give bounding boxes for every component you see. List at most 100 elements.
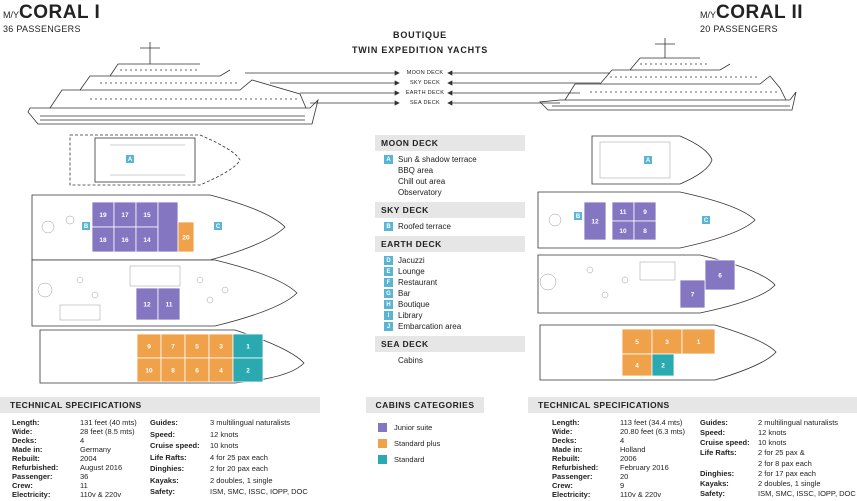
spec-label: Life Rafts: <box>700 448 737 458</box>
area-key-letter: C <box>216 224 221 230</box>
area-key-letter: C <box>704 218 709 224</box>
spec-label: Decks: <box>12 436 37 445</box>
spec-label: Safety: <box>700 488 726 498</box>
coral-1-specs-col1: Length:131 feet (40 mts)Wide:28 feet (8.… <box>12 418 150 499</box>
spec-label: Dinghies: <box>150 464 185 474</box>
cabin-number: 1 <box>697 339 701 346</box>
spec-value: 2 multilingual naturalists <box>758 418 839 427</box>
cabin-number: 16 <box>121 237 129 244</box>
legend-item-label: Roofed terrace <box>398 222 451 231</box>
cabin-number: 8 <box>643 228 647 235</box>
cabin-number: 9 <box>643 209 647 216</box>
spec-value: 2 for 25 pax & <box>758 448 805 458</box>
cabin-block <box>651 353 675 377</box>
cabin-number: 12 <box>143 302 151 309</box>
area-key-letter: A <box>128 157 133 163</box>
cabins-categories-title: CABINS CATEGORIES <box>366 397 484 413</box>
cabin-number: 7 <box>691 292 695 299</box>
spec-value: 2006 <box>620 454 637 463</box>
cabin-block <box>651 328 683 355</box>
spec-value: 2 for 17 pax each <box>758 468 816 478</box>
coral-2-earth-outline <box>537 254 776 314</box>
cabin-category-label: Standard plus <box>394 439 441 448</box>
cabin-category-swatch <box>378 423 387 432</box>
spec-label: Dinghies: <box>700 468 735 478</box>
cabin-number: 4 <box>635 363 639 370</box>
legend-key-badge: J <box>384 322 393 331</box>
cabin-number: 6 <box>718 273 722 280</box>
legend-item-label: Library <box>398 311 423 320</box>
spec-label: Kayaks: <box>150 475 179 485</box>
spec-label <box>700 459 758 469</box>
center-title-line1: BOUTIQUE <box>393 30 447 40</box>
cabin-block <box>157 287 181 321</box>
coral-2-name: CORAL II <box>716 2 804 23</box>
spec-value: 110v & 220v <box>80 490 122 499</box>
spec-label: Speed: <box>700 428 726 438</box>
legend-item-label: BBQ area <box>398 166 434 175</box>
spec-value: 12 knots <box>210 429 239 439</box>
legend-earth-title: EARTH DECK <box>375 236 525 252</box>
spec-label: Length: <box>552 418 580 427</box>
spec-value: 131 feet (40 mts) <box>80 418 137 427</box>
spec-label: Electricity: <box>12 490 51 499</box>
legend-item-label: Observatory <box>398 188 442 197</box>
cabin-number: 12 <box>591 219 599 226</box>
spec-label: Wide: <box>12 427 33 436</box>
spec-value: 4 for 25 pax each <box>210 452 268 462</box>
spec-label: Guides: <box>150 418 178 427</box>
deck-tag-sea: SEA DECK <box>410 100 440 106</box>
spec-label: Refurbished: <box>12 463 59 472</box>
coral-1-title: M/YCORAL I <box>3 2 100 24</box>
cabin-number: 17 <box>121 212 129 219</box>
spec-label: Kayaks: <box>700 478 729 488</box>
cabin-number: 8 <box>171 368 175 375</box>
legend-item-label: Lounge <box>398 267 425 276</box>
cabin-category-swatch <box>378 455 387 464</box>
area-key-marker <box>126 155 134 163</box>
coral-1-specs-title: TECHNICAL SPECIFICATIONS <box>0 397 320 413</box>
cabin-block <box>232 357 264 383</box>
cabin-number: 11 <box>166 302 173 309</box>
spec-value: February 2016 <box>620 463 669 472</box>
cabin-block <box>184 357 210 383</box>
spec-label: Decks: <box>552 436 577 445</box>
spec-label: Made in: <box>12 445 43 454</box>
cabin-number: 10 <box>619 228 627 235</box>
spec-value: 110v & 220v <box>620 490 662 499</box>
spec-value: 4 <box>80 436 85 445</box>
spec-label: Passenger: <box>552 472 593 481</box>
spec-value: 113 feet (34.4 mts) <box>620 418 683 427</box>
cabin-number: 15 <box>143 212 151 219</box>
cabin-number: 3 <box>219 344 223 351</box>
spec-label: Rebuilt: <box>552 454 580 463</box>
area-key-letter: B <box>84 224 89 230</box>
deck-arrows <box>245 70 610 106</box>
area-key-letter: A <box>646 158 651 164</box>
coral-2-prefix: M/Y <box>700 10 717 20</box>
cabin-block <box>232 333 264 359</box>
cabin-block <box>136 357 162 383</box>
area-key-marker <box>82 222 90 230</box>
area-key-marker <box>214 222 222 230</box>
cabin-block <box>583 201 607 241</box>
cabin-block <box>136 333 162 359</box>
legend-item-label: Restaurant <box>398 278 438 287</box>
coral-1-passengers: 36 PASSENGERS <box>3 24 81 34</box>
legend-key-badge: A <box>384 155 393 164</box>
cabin-category-label: Standard <box>394 455 425 464</box>
area-key-marker <box>644 156 652 164</box>
cabin-block <box>633 220 657 241</box>
legend-sea-list: Cabins <box>375 352 525 370</box>
legend-item-label: Embarcation area <box>398 322 462 331</box>
